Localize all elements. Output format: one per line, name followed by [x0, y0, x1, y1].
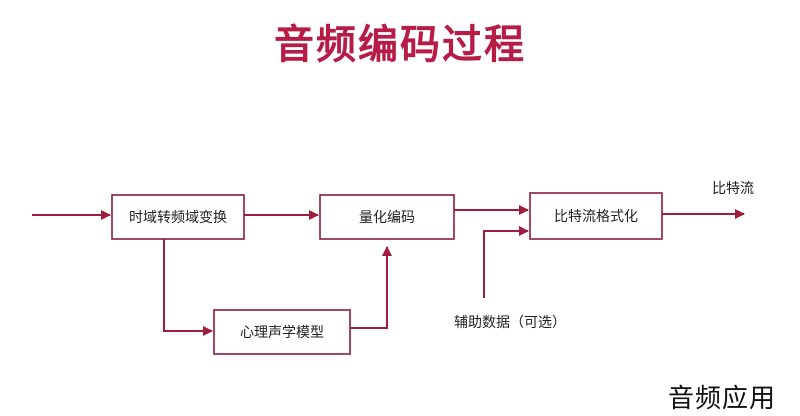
node-psycho-label: 心理声学模型	[240, 325, 324, 341]
node-bitstream-format-label: 比特流格式化	[554, 209, 638, 225]
node-quantize-label: 量化编码	[359, 210, 415, 226]
output-label: 比特流	[712, 181, 754, 197]
arrow-transform-to-psycho	[163, 239, 213, 336]
node-quantize-encode: 量化编码	[319, 194, 455, 240]
node-psychoacoustic-model: 心理声学模型	[213, 309, 351, 355]
watermark: 音频应用	[668, 384, 777, 414]
node-time-freq-transform: 时域转频域变换	[111, 194, 245, 240]
arrow-aux-to-format	[483, 226, 529, 298]
node-bitstream-format: 比特流格式化	[529, 192, 663, 240]
aux-data-label: 辅助数据（可选）	[454, 315, 566, 331]
page-title: 音频编码过程	[274, 22, 526, 68]
arrow-psycho-to-quantize	[350, 246, 392, 329]
node-time-freq-label: 时域转频域变换	[129, 209, 227, 226]
